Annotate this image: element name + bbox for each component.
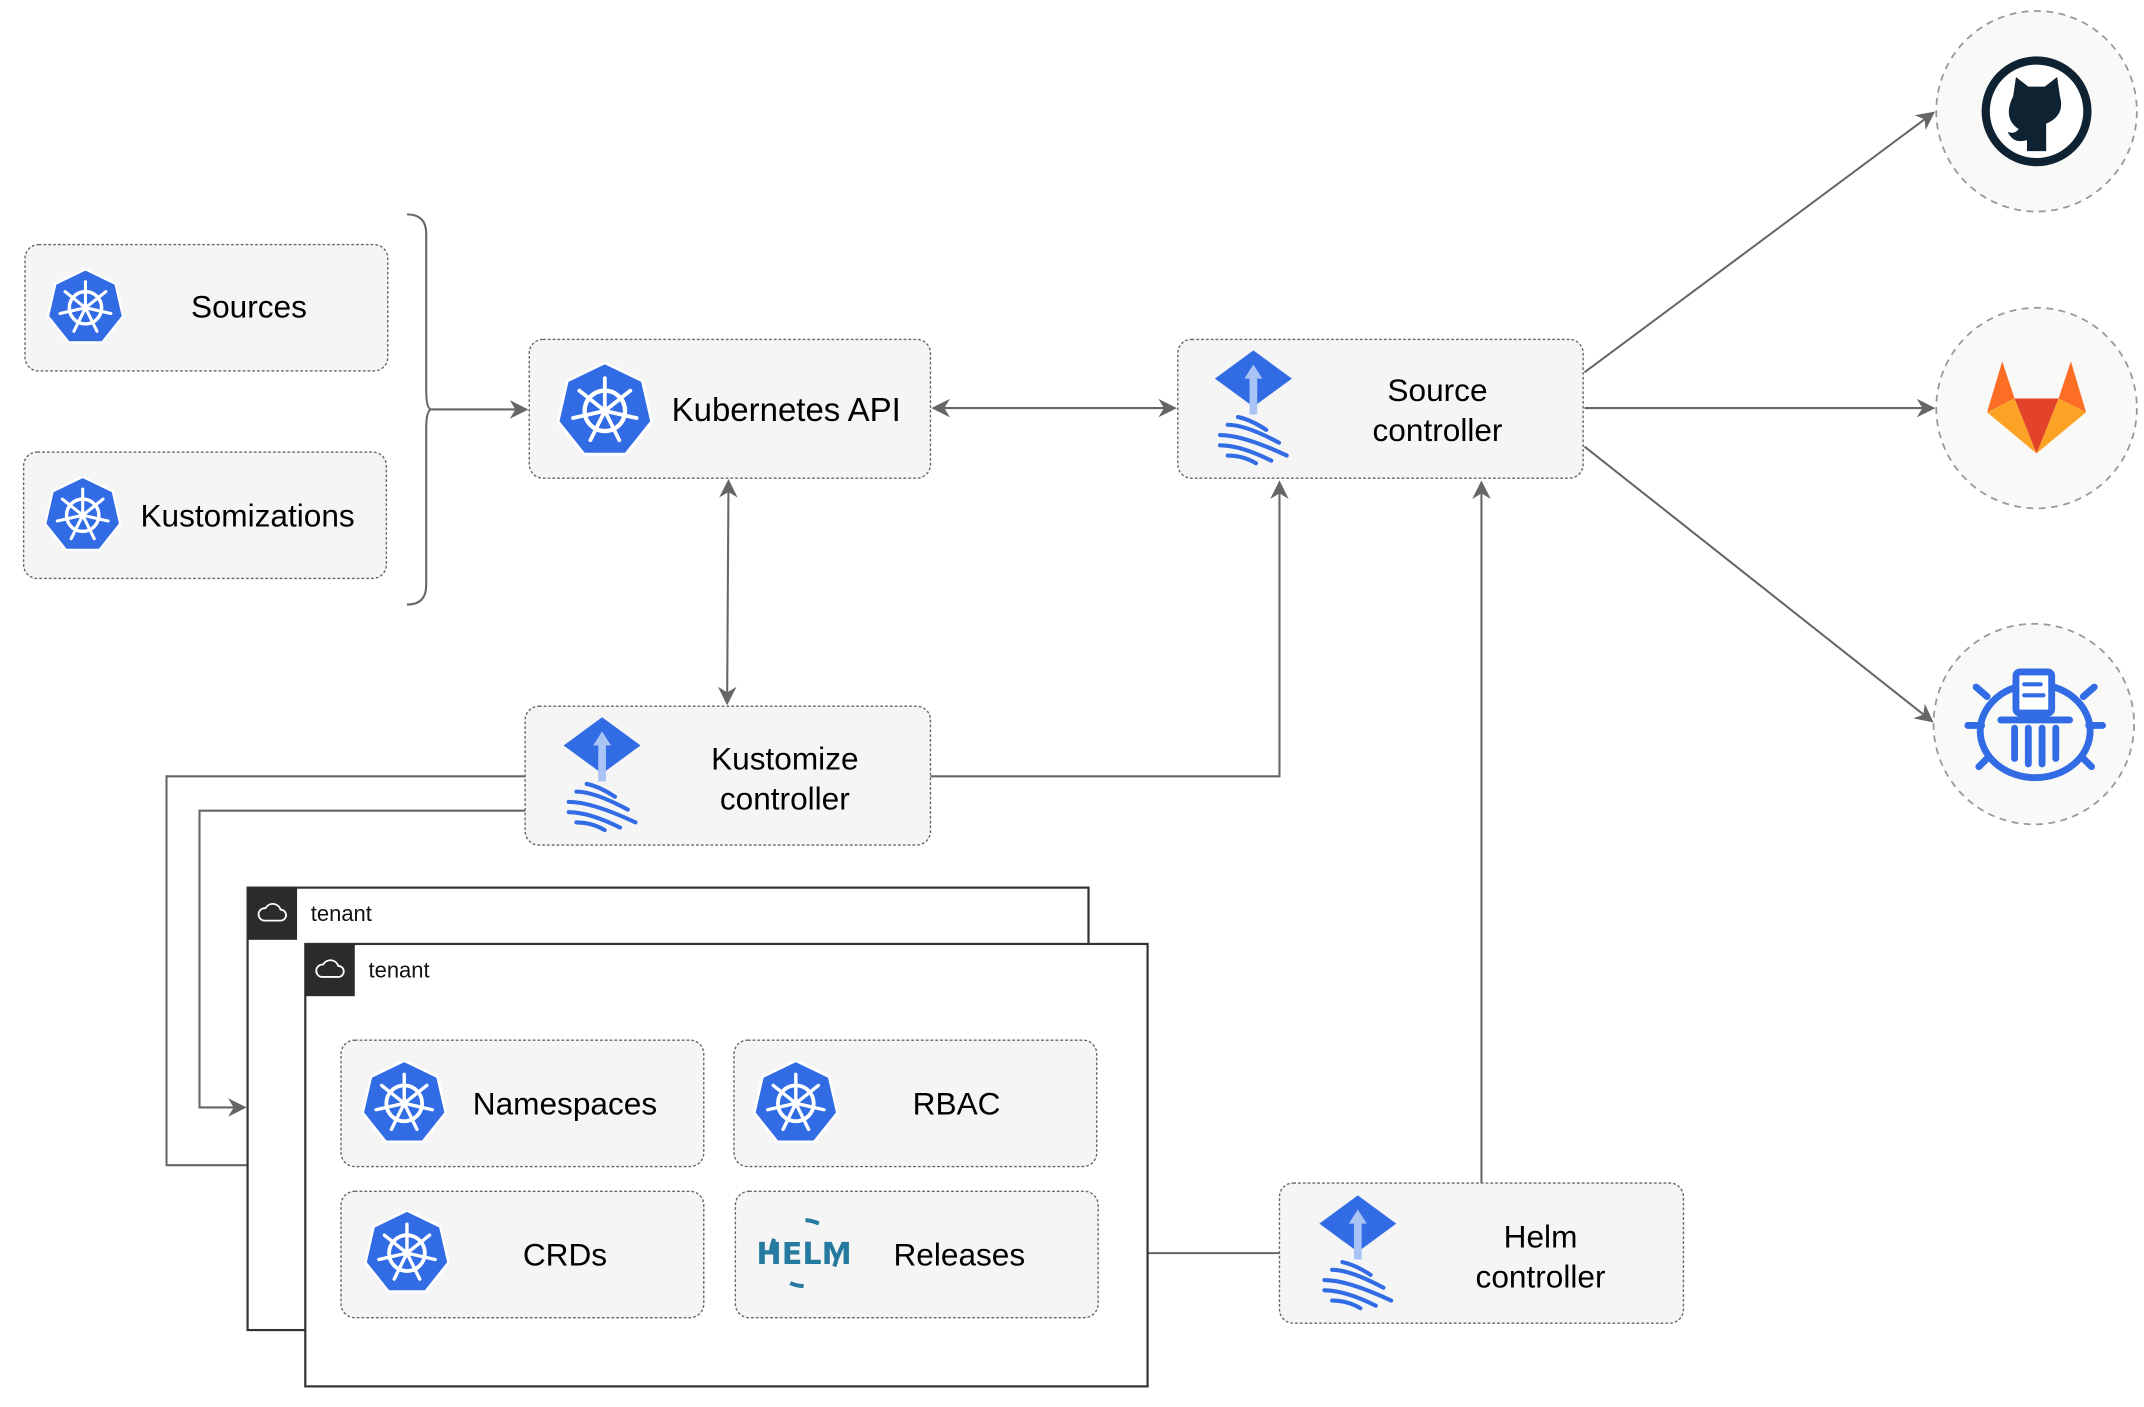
namespaces-node[interactable]: Namespaces: [340, 1039, 705, 1168]
kustomize-to-tenant-2-edge: [165, 775, 526, 1175]
releases-label: Releases: [893, 1236, 1025, 1272]
github-node[interactable]: [1935, 10, 2138, 213]
releases-node[interactable]: HELM Releases: [734, 1190, 1099, 1319]
tenant-2-label: tenant: [369, 958, 430, 983]
kubernetes-api-kustomize-controller-edge: [717, 479, 738, 706]
kustomize-controller-node[interactable]: Kustomize controller: [524, 705, 932, 846]
kustomizations-label: Kustomizations: [140, 497, 354, 533]
rbac-label: RBAC: [913, 1085, 1001, 1121]
helm-controller-label-line1: Helm: [1504, 1219, 1578, 1255]
source-to-github-edge: [1583, 111, 1936, 374]
bucket-node[interactable]: [1932, 622, 2136, 826]
sources-label: Sources: [191, 288, 307, 324]
github-icon: [1981, 56, 2092, 167]
kustomize-controller-label-line1: Kustomize: [711, 740, 858, 776]
kustomize-to-source-controller-edge: [930, 480, 1289, 778]
kustomize-to-tenant-1-edge: [198, 809, 526, 1117]
source-to-bucket-edge: [1583, 445, 1934, 723]
source-controller-label-line2: controller: [1373, 412, 1503, 448]
sources-node[interactable]: Sources: [24, 243, 389, 372]
namespaces-label: Namespaces: [473, 1085, 657, 1121]
helm-icon: HELM: [756, 1218, 852, 1289]
kubernetes-api-label: Kubernetes API: [672, 391, 901, 428]
tenant-1-label: tenant: [311, 901, 372, 926]
crds-label: CRDs: [523, 1236, 607, 1272]
helm-controller-label-line2: controller: [1476, 1258, 1606, 1294]
svg-text:HELM: HELM: [756, 1237, 851, 1272]
source-controller-node[interactable]: Source controller: [1177, 338, 1584, 479]
kustomizations-node[interactable]: Kustomizations: [22, 451, 388, 580]
helm-controller-node[interactable]: Helm controller: [1278, 1182, 1685, 1324]
bucket-icon: [1964, 668, 2106, 782]
gitlab-node[interactable]: [1935, 306, 2138, 510]
rbac-node[interactable]: RBAC: [733, 1039, 1098, 1168]
source-controller-label-line1: Source: [1387, 372, 1487, 408]
kubernetes-api-node[interactable]: Kubernetes API: [528, 338, 932, 479]
edges: [165, 111, 1936, 1263]
crds-node[interactable]: CRDs: [340, 1190, 705, 1319]
gitlab-icon: [1987, 361, 2087, 454]
kustomize-controller-label-line2: controller: [720, 780, 850, 816]
sources-brace: [406, 213, 432, 606]
